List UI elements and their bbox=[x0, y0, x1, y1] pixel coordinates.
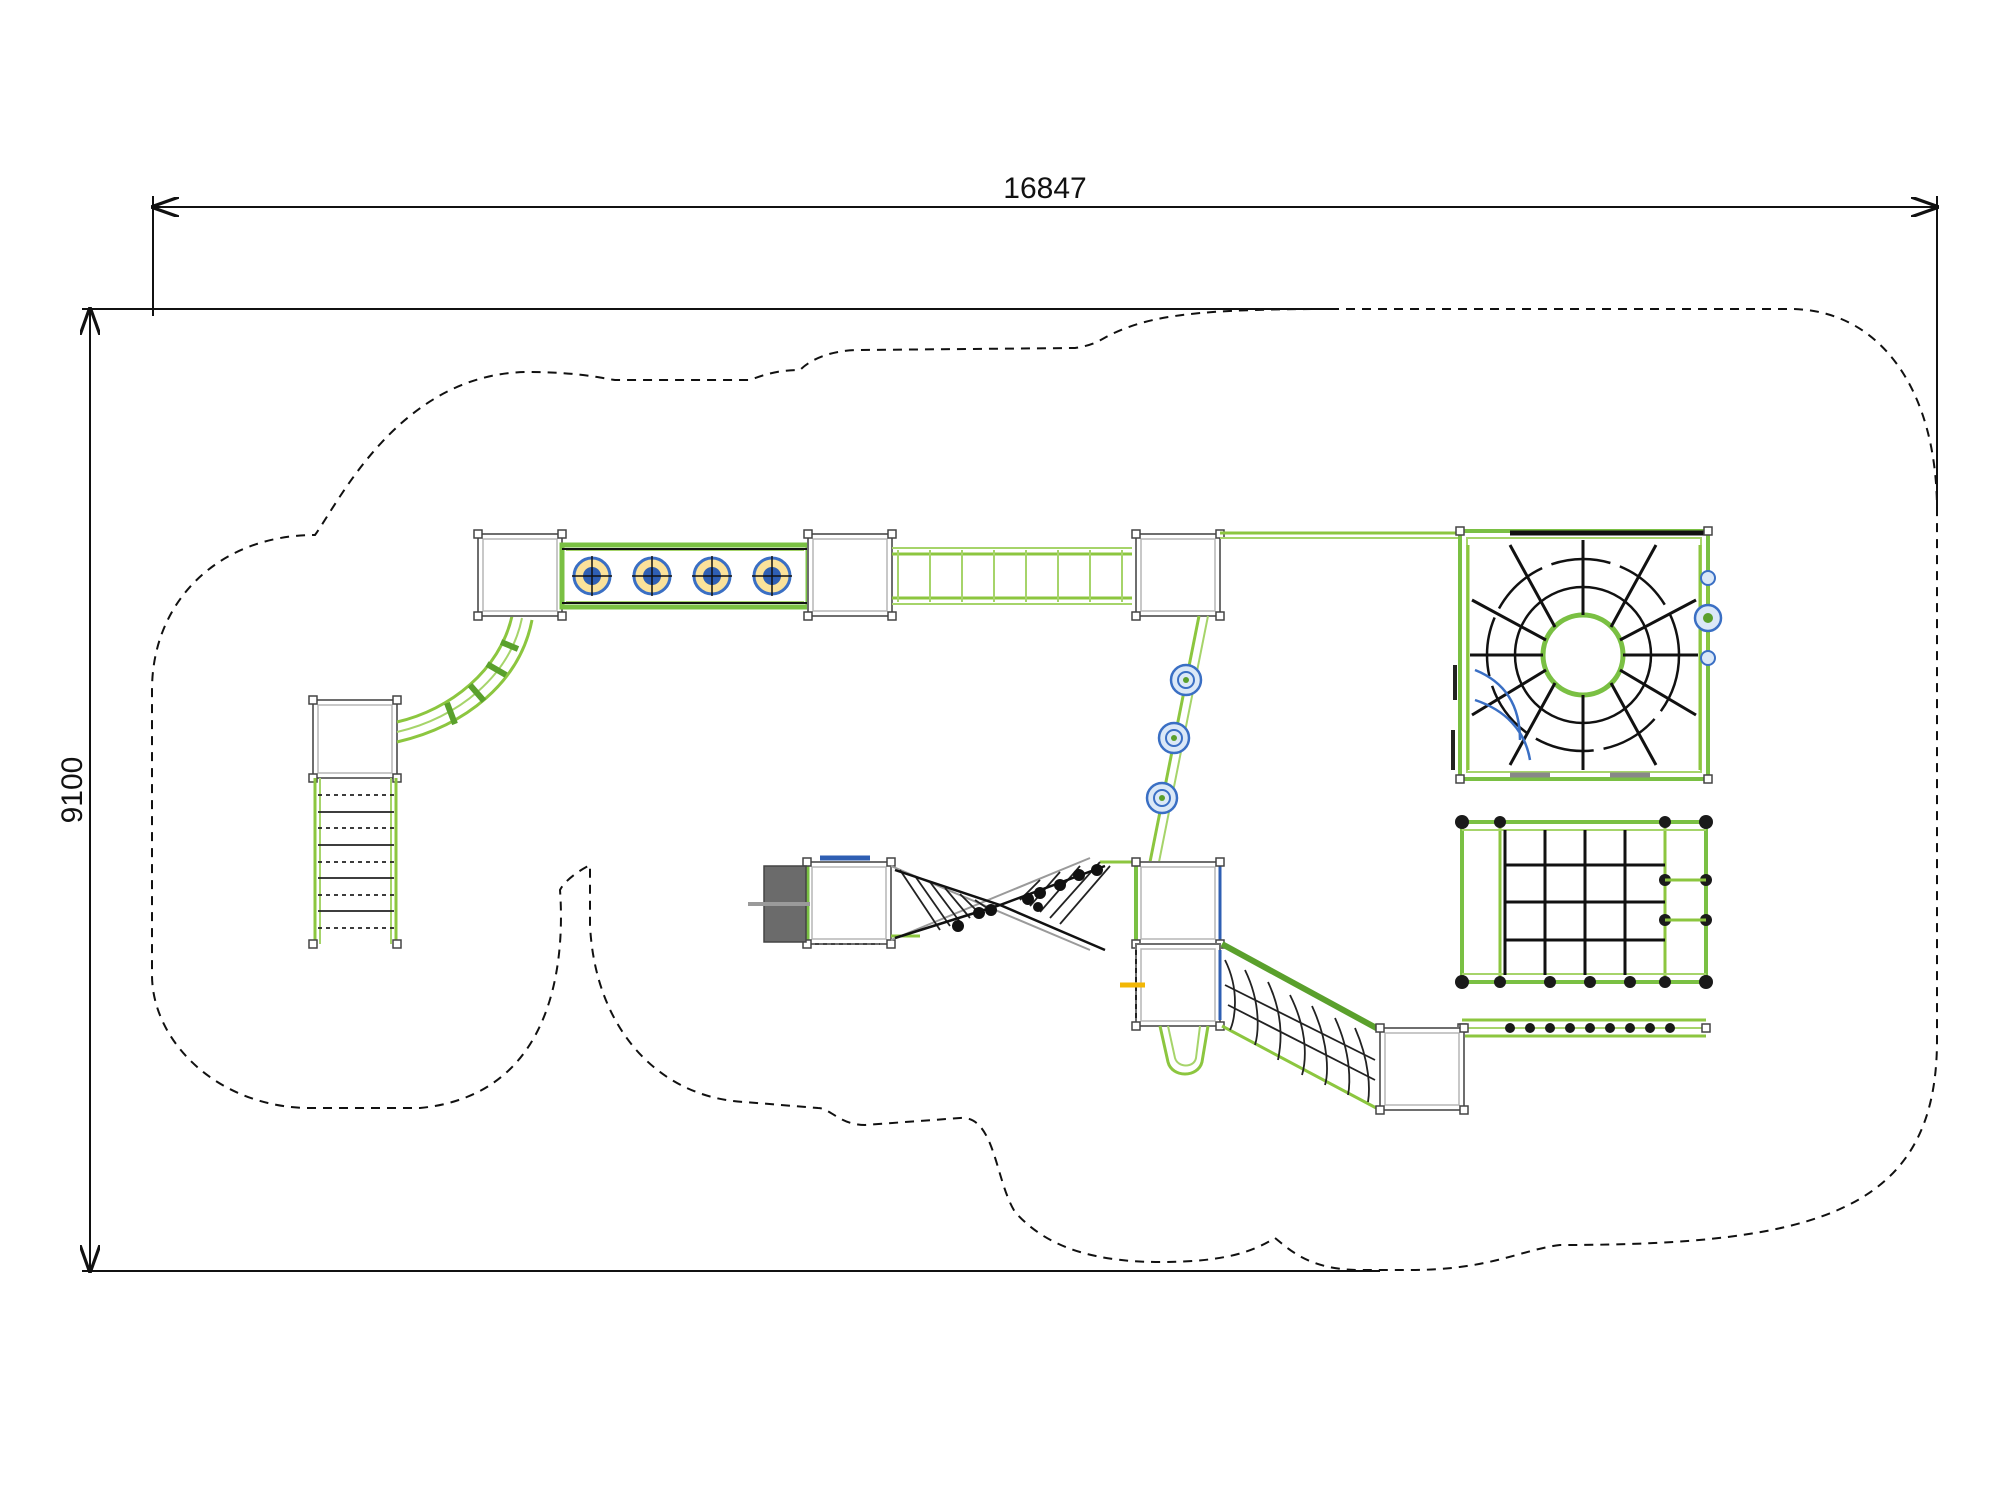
rope-ladder bbox=[308, 778, 402, 949]
stepping-pod bbox=[1145, 781, 1179, 815]
top-rail-connector bbox=[1220, 531, 1460, 539]
height-dimension: 9100 bbox=[56, 309, 1380, 1271]
curved-beam-bridge bbox=[396, 615, 534, 744]
stepping-disc-bridge bbox=[559, 542, 811, 610]
spider-net-posts bbox=[1455, 526, 1713, 784]
stepping-disc bbox=[632, 556, 672, 596]
spider-web-net bbox=[1470, 540, 1698, 770]
tube-slide-exit bbox=[1158, 1025, 1210, 1076]
grid-climbing-net bbox=[1503, 830, 1665, 975]
stepping-pod-trail bbox=[1145, 615, 1209, 863]
horizontal-ladder-bridge bbox=[892, 547, 1132, 605]
side-climbing-pods bbox=[1693, 570, 1723, 666]
top-middle-tower bbox=[803, 529, 897, 621]
twisted-rope-bridge bbox=[890, 857, 1136, 952]
stepping-pod bbox=[1169, 663, 1203, 697]
diagonal-climbing-net bbox=[1220, 941, 1382, 1112]
slide bbox=[748, 865, 810, 943]
stepping-disc bbox=[692, 556, 732, 596]
top-right-tower bbox=[1131, 529, 1225, 621]
width-dimension: 16847 bbox=[153, 172, 1937, 516]
slide-tower bbox=[802, 855, 896, 949]
width-dimension-label: 16847 bbox=[1003, 172, 1086, 205]
height-dimension-label: 9100 bbox=[56, 757, 89, 824]
left-tower bbox=[308, 695, 402, 783]
center-upper-tower bbox=[1131, 857, 1225, 949]
stepping-disc bbox=[752, 556, 792, 596]
stepping-pod bbox=[1157, 721, 1191, 755]
stepping-disc bbox=[572, 556, 612, 596]
bottom-chain-beam bbox=[1457, 1018, 1711, 1038]
center-lower-tower bbox=[1131, 943, 1225, 1031]
safety-zone-outline bbox=[151, 308, 1938, 1271]
grid-net-connectors bbox=[1455, 815, 1713, 989]
lower-right-tower bbox=[1375, 1023, 1469, 1115]
top-left-tower bbox=[473, 529, 567, 621]
